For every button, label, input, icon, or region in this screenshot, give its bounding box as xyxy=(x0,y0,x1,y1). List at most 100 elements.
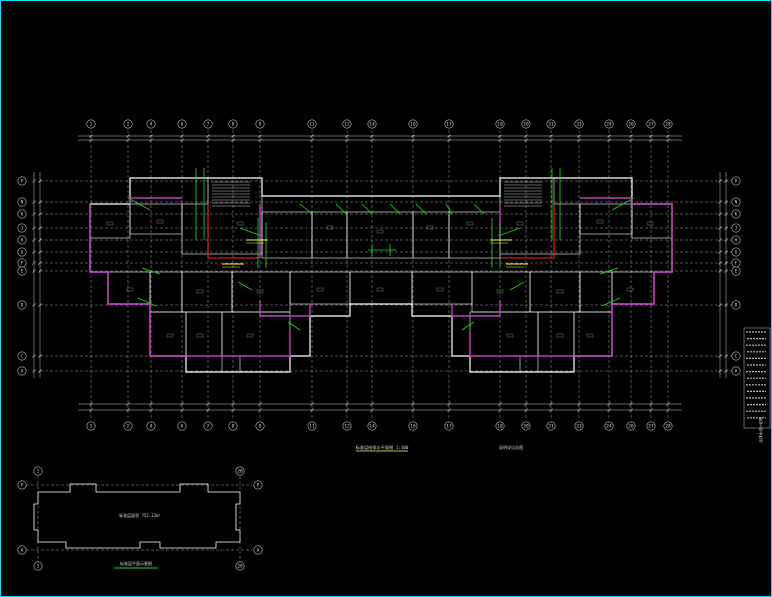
axis-bubble-bottom xyxy=(546,421,556,431)
dimension-tick xyxy=(524,402,528,406)
axis-bubble-top xyxy=(146,119,156,129)
dimension-tick xyxy=(206,402,210,406)
axis-bubble-bottom xyxy=(408,421,418,431)
room-wall xyxy=(412,211,450,259)
dimension-tick xyxy=(38,179,42,183)
water-pipe-line xyxy=(599,267,619,275)
dimension-tick xyxy=(577,402,581,406)
room-wall xyxy=(89,203,131,239)
axis-bubble-bottom xyxy=(123,421,133,431)
dimension-tick xyxy=(607,138,611,142)
axis-bubble-bottom xyxy=(255,421,265,431)
dimension-tick xyxy=(370,138,374,142)
room-wall xyxy=(346,211,414,259)
dimension-tick xyxy=(206,138,210,142)
room-wall xyxy=(631,203,673,239)
riser-pipe-left xyxy=(207,204,260,259)
room-wall xyxy=(553,203,581,255)
axis-bubble-label: D xyxy=(21,303,24,309)
dimension-tick xyxy=(629,408,633,412)
room-wall xyxy=(261,211,313,259)
axis-bubble-label: J xyxy=(21,226,24,232)
axis-bubble-label: 4 xyxy=(150,424,153,430)
room-tag xyxy=(436,287,444,292)
axis-bubble-top xyxy=(546,119,556,129)
water-pipe-line xyxy=(509,281,525,291)
dimension-tick xyxy=(310,402,314,406)
axis-bubble-label: 6 xyxy=(181,424,184,430)
unit-partition-line xyxy=(149,304,186,357)
axis-bubble-label: 11 xyxy=(309,424,315,430)
key-plan-axis-bubble xyxy=(33,561,43,571)
room-wall xyxy=(181,271,233,313)
axis-bubble-left xyxy=(17,235,27,245)
water-pipe-line xyxy=(601,297,621,307)
axis-bubble-label: 20 xyxy=(523,122,529,128)
axis-bubble-label: K xyxy=(735,212,738,218)
dimension-tick xyxy=(180,138,184,142)
notes-heading: 给排水设计说明 xyxy=(758,417,763,443)
dimension-tick xyxy=(718,200,722,204)
axis-bubble-label: 1 xyxy=(90,122,93,128)
room-tag xyxy=(376,287,384,292)
axis-bubble-label: F xyxy=(21,261,24,267)
water-pipe-line xyxy=(611,197,635,211)
axis-bubble-label: P xyxy=(735,179,738,185)
dimension-tick xyxy=(32,303,36,307)
dimension-tick xyxy=(666,408,670,412)
axis-bubble-label: J xyxy=(735,226,738,232)
room-wall xyxy=(129,203,183,235)
dimension-tick xyxy=(258,408,262,412)
dimension-tick xyxy=(32,212,36,216)
room-tag xyxy=(256,289,264,294)
dimension-tick xyxy=(89,402,93,406)
dimension-tick xyxy=(126,134,130,138)
axis-bubble-right xyxy=(731,209,741,219)
secondary-title: 说明详见总图 xyxy=(499,444,523,450)
axis-bubble-label: 28 xyxy=(665,424,671,430)
dimension-tick xyxy=(629,402,633,406)
dimension-tick xyxy=(577,138,581,142)
axis-bubble-right xyxy=(731,351,741,361)
dimension-tick xyxy=(724,212,728,216)
axis-bubble-label: 26 xyxy=(628,122,634,128)
axis-bubble-bottom xyxy=(177,421,187,431)
axis-bubble-top xyxy=(495,119,505,129)
dimension-tick xyxy=(724,261,728,265)
axis-bubble-right xyxy=(731,300,741,310)
axis-bubble-top xyxy=(123,119,133,129)
axis-bubble-label: 17 xyxy=(446,424,452,430)
dimension-tick xyxy=(666,134,670,138)
dimension-tick xyxy=(180,134,184,138)
dimension-tick xyxy=(345,138,349,142)
axis-bubble-top xyxy=(646,119,656,129)
axis-bubble-right xyxy=(731,176,741,186)
dimension-tick xyxy=(498,134,502,138)
dimension-tick xyxy=(38,269,42,273)
water-pipe-line xyxy=(237,281,253,291)
room-tag xyxy=(196,333,204,338)
dimension-tick xyxy=(89,134,93,138)
unit-partition-line xyxy=(129,197,182,204)
axis-bubble-label: 16 xyxy=(410,424,416,430)
room-tag xyxy=(236,221,244,226)
axis-bubble-left xyxy=(17,366,27,376)
axis-bubble-left xyxy=(17,266,27,276)
axis-bubble-bottom xyxy=(203,421,213,431)
room-tag xyxy=(586,333,594,338)
dimension-tick xyxy=(577,134,581,138)
axis-bubble-top xyxy=(307,119,317,129)
key-plan-area-label: 标准层面积 752.23m² xyxy=(119,512,161,518)
dimension-tick xyxy=(718,212,722,216)
axis-bubble-right xyxy=(731,235,741,245)
room-tag xyxy=(626,287,634,292)
unit-partition-line xyxy=(469,330,574,357)
key-plan-axis-label: A xyxy=(257,548,260,554)
axis-bubble-top xyxy=(663,119,673,129)
main-plan-title: 标准层给排水平面图 1:100 xyxy=(356,444,409,451)
dimension-tick xyxy=(724,200,728,204)
axis-bubble-label: 12 xyxy=(344,122,350,128)
dimension-tick xyxy=(724,238,728,242)
unit-partition-line xyxy=(89,204,150,305)
room-wall xyxy=(221,311,291,357)
